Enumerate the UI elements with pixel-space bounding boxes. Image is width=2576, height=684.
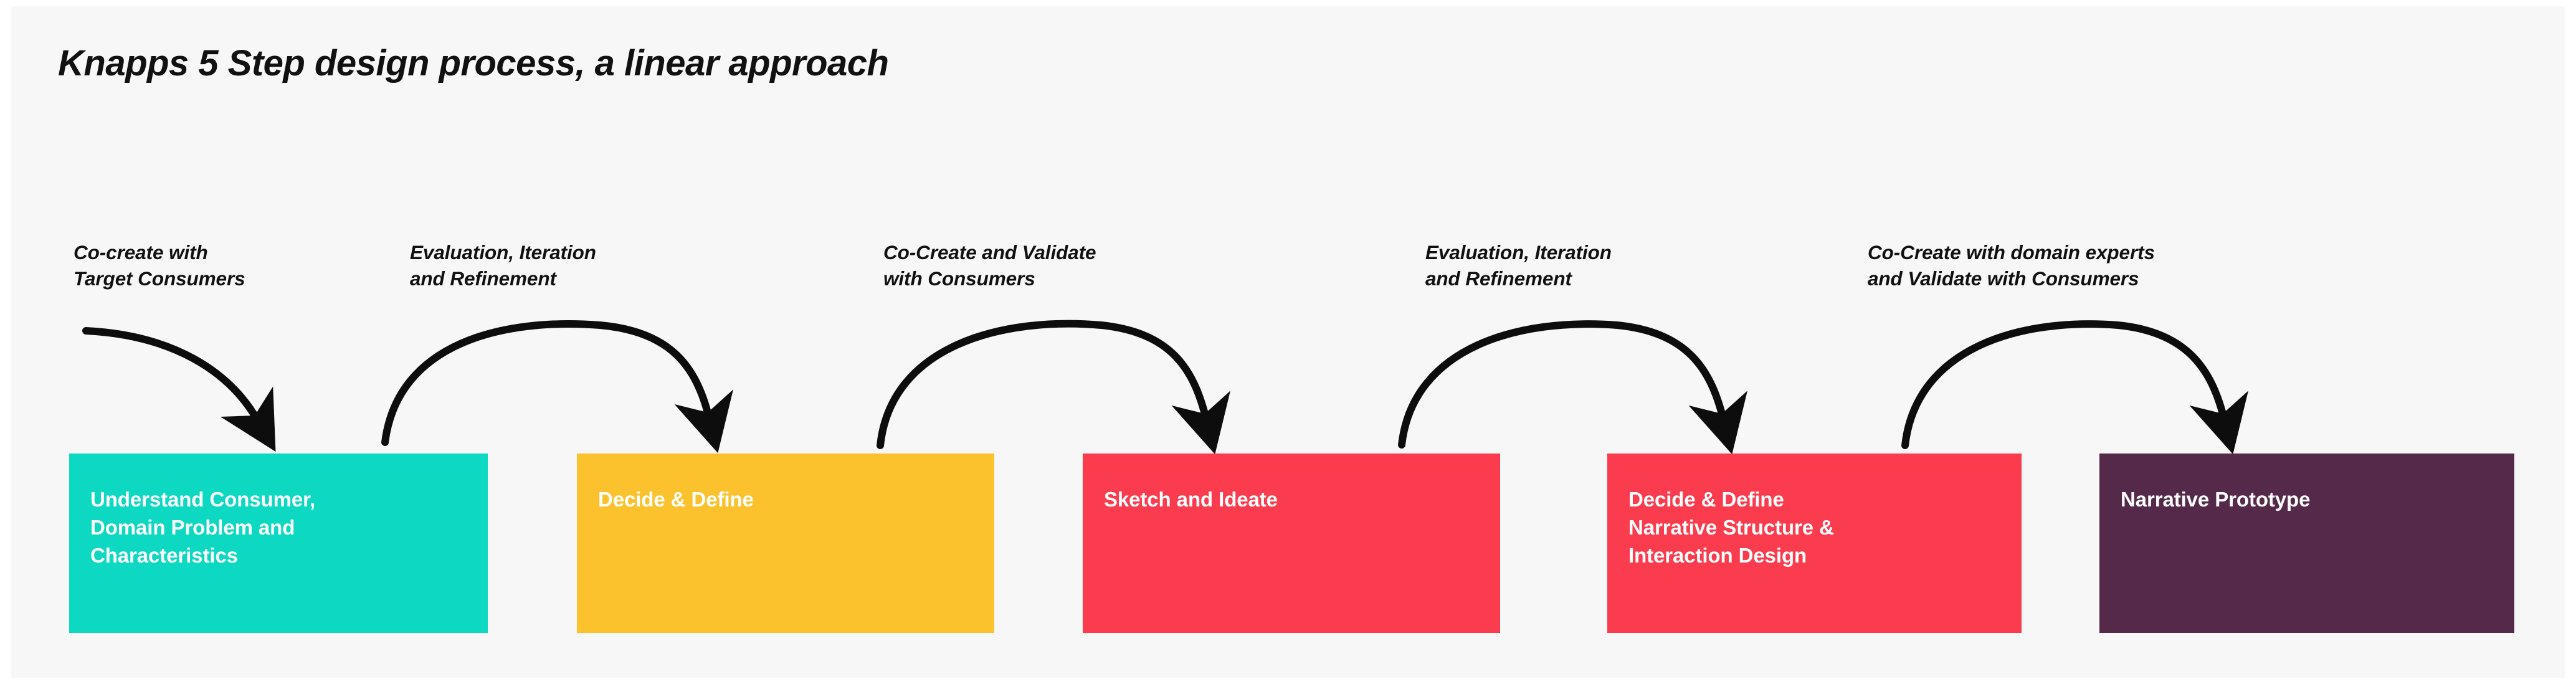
- step-box-sketch-and-ideate[interactable]: Sketch and Ideate: [1083, 454, 1500, 633]
- arrow-curve-3: [877, 320, 1230, 455]
- annotation-label-4: Evaluation, Iteration and Refinement: [1425, 241, 1612, 290]
- step-box-understand-consumer[interactable]: Understand Consumer, Domain Problem and …: [69, 454, 488, 633]
- annotation-label-1: Co-create with Target Consumers: [74, 241, 245, 290]
- diagram-canvas: Knapps 5 Step design process, a linear a…: [11, 6, 2565, 678]
- arrow-curve-2: [381, 320, 733, 454]
- step-label: Decide & Define Narrative Structure & In…: [1628, 488, 1834, 567]
- arrow-curve-5: [1901, 320, 2248, 455]
- step-box-decide-define[interactable]: Decide & Define: [577, 454, 994, 633]
- step-label: Understand Consumer, Domain Problem and …: [90, 488, 316, 567]
- step-box-narrative-structure[interactable]: Decide & Define Narrative Structure & In…: [1607, 454, 2022, 633]
- step-label: Narrative Prototype: [2121, 488, 2311, 511]
- step-label: Sketch and Ideate: [1104, 488, 1278, 511]
- step-label: Decide & Define: [598, 488, 754, 511]
- step-box-narrative-prototype[interactable]: Narrative Prototype: [2099, 454, 2514, 633]
- arrow-curve-1: [82, 327, 276, 452]
- page-title: Knapps 5 Step design process, a linear a…: [58, 43, 889, 83]
- annotation-label-3: Co-Create and Validate with Consumers: [883, 241, 1096, 290]
- annotation-label-5: Co-Create with domain experts and Valida…: [1868, 241, 2155, 290]
- arrow-curve-4: [1398, 320, 1747, 455]
- annotation-label-2: Evaluation, Iteration and Refinement: [410, 241, 596, 290]
